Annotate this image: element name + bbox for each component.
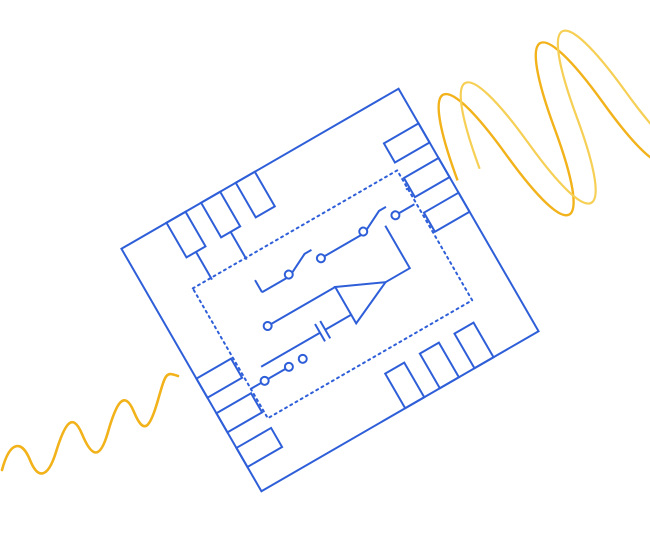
pad bbox=[422, 191, 471, 234]
circuit-trace bbox=[270, 286, 336, 325]
capacitor-icon bbox=[314, 323, 326, 342]
pad bbox=[453, 321, 495, 370]
switch-arm bbox=[261, 277, 287, 294]
pad bbox=[418, 341, 461, 390]
pad bbox=[382, 122, 431, 164]
pad bbox=[215, 391, 264, 434]
output-wave-front bbox=[437, 41, 650, 217]
output-signal-wave bbox=[437, 29, 650, 217]
amplifier-icon bbox=[333, 280, 388, 326]
switch-arm bbox=[267, 367, 286, 380]
input-signal-wave bbox=[0, 372, 180, 475]
lead-wire bbox=[195, 251, 213, 281]
terminal-node bbox=[262, 321, 273, 331]
pad bbox=[235, 426, 284, 469]
terminal-node bbox=[297, 353, 308, 364]
circuit-trace bbox=[260, 331, 321, 368]
lead-wire bbox=[229, 231, 248, 261]
die-boundary bbox=[191, 169, 474, 420]
lead-wire bbox=[405, 186, 410, 191]
circuit-trace bbox=[324, 313, 352, 331]
circuit-trace bbox=[384, 225, 412, 284]
chip-package bbox=[120, 87, 540, 493]
amplifier-circuit bbox=[250, 203, 415, 390]
switch-arm bbox=[323, 234, 362, 258]
switch-arm bbox=[291, 249, 312, 274]
switch-arm bbox=[365, 206, 387, 231]
pad bbox=[195, 357, 244, 400]
output-wave-back bbox=[459, 29, 650, 205]
pad bbox=[234, 170, 277, 219]
circuit-trace bbox=[398, 203, 415, 215]
circuit-trace bbox=[254, 279, 263, 293]
pad bbox=[383, 361, 426, 410]
circuit-trace bbox=[250, 381, 262, 390]
